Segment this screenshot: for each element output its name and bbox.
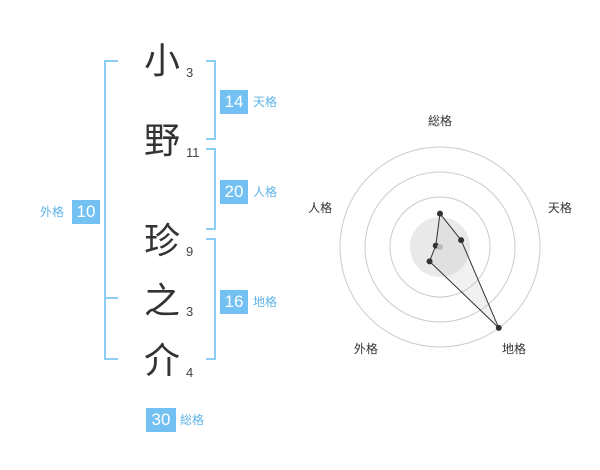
gaikaku-divider — [104, 297, 118, 299]
tenkaku-score: 14 — [220, 90, 248, 114]
jinkaku-label: 人格 — [253, 185, 278, 199]
radar-point-3 — [495, 324, 502, 331]
chikaku-score: 16 — [220, 290, 248, 314]
soukaku-label: 総格 — [180, 413, 205, 427]
radar-axis-label-1: 総格 — [428, 113, 452, 128]
gaikaku-bracket — [104, 60, 118, 360]
radar-point-4 — [426, 258, 433, 265]
stroke-count-3: 9 — [186, 244, 194, 259]
tenkaku-label: 天格 — [253, 95, 278, 109]
radar-axis-label-4: 外格 — [354, 341, 378, 356]
jinkaku-bracket — [206, 148, 216, 230]
gaikaku-score: 10 — [72, 200, 100, 224]
radar-point-2 — [458, 237, 465, 244]
stroke-count-2: 11 — [186, 145, 200, 160]
tenkaku-bracket — [206, 60, 216, 140]
name-char-3: 珍 — [143, 221, 180, 262]
radar-series-polygon — [428, 212, 500, 329]
stroke-count-1: 3 — [186, 65, 194, 80]
radar-ring — [339, 146, 541, 348]
stroke-count-4: 3 — [186, 304, 194, 319]
soukaku-score: 30 — [146, 408, 176, 432]
radar-axis-label-5: 人格 — [308, 200, 332, 215]
name-char-4: 之 — [143, 281, 180, 322]
radar-axis-label-3: 地格 — [502, 341, 526, 356]
radar-ring — [364, 171, 516, 323]
chikaku-label: 地格 — [253, 295, 278, 309]
name-char-2: 野 — [143, 121, 180, 162]
radar-ring — [389, 196, 491, 298]
radar-center-point — [437, 244, 443, 250]
name-char-1: 小 — [143, 41, 180, 82]
radar-axis-label-2: 天格 — [548, 200, 572, 215]
name-char-5: 介 — [143, 341, 180, 382]
stroke-count-5: 4 — [186, 365, 194, 380]
jinkaku-score: 20 — [220, 180, 248, 204]
chikaku-bracket — [206, 238, 216, 360]
gaikaku-label: 外格 — [40, 205, 65, 219]
radar-point-1 — [437, 210, 443, 217]
